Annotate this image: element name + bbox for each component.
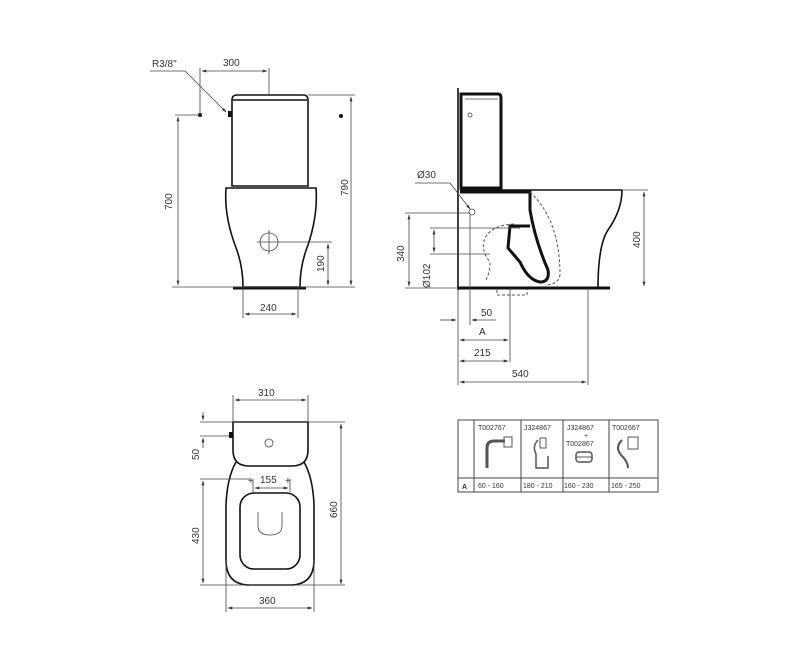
dim-360: 360 — [259, 596, 276, 607]
dim-790: 790 — [340, 179, 351, 196]
dim-400: 400 — [632, 231, 643, 248]
dim-190: 190 — [316, 255, 327, 272]
dim-dia-102: Ø102 — [422, 263, 433, 288]
dim-50-top: 50 — [191, 448, 202, 460]
col1-connector-icon — [485, 439, 505, 468]
col3-plus: + — [584, 433, 588, 440]
dim-430: 430 — [191, 527, 202, 544]
dim-50: 50 — [481, 308, 493, 319]
inlet-connector — [228, 111, 232, 117]
col1-code: T002767 — [478, 425, 506, 432]
dim-660: 660 — [329, 501, 340, 518]
col3-code: J324867 — [567, 425, 594, 432]
dim-dia-30: Ø30 — [417, 170, 436, 181]
col3-code2: T002867 — [566, 441, 594, 448]
seat-outline — [239, 492, 301, 570]
dim-A: A — [479, 327, 486, 338]
col4-connector-icon — [617, 439, 629, 469]
seat-opening — [257, 512, 283, 536]
outlet-hidden — [482, 223, 515, 281]
dim-310: 310 — [258, 388, 275, 399]
table-row-label: A — [462, 484, 467, 491]
bowl-outline — [224, 187, 318, 288]
dim-215: 215 — [474, 348, 491, 359]
side-view: Ø30 340 Ø102 400 50 A 215 540 — [396, 88, 648, 385]
front-view: R3/8" 300 700 790 190 240 — [150, 58, 355, 318]
dim-240: 240 — [260, 303, 277, 314]
col4-range: 165 - 250 — [611, 483, 641, 490]
svg-text:+: + — [248, 476, 254, 487]
col4-code: T002667 — [612, 425, 640, 432]
col2-connector-icon — [533, 439, 549, 469]
connector-table: A T002767 60 - 160 J324867 180 - 210 J32… — [457, 419, 659, 493]
top-cistern — [232, 421, 309, 467]
dim-340: 340 — [396, 245, 407, 262]
col2-code: J324867 — [524, 425, 551, 432]
bowl-front — [597, 189, 623, 289]
cistern-outline — [231, 94, 309, 187]
svg-text:+: + — [285, 476, 291, 487]
connection-label: R3/8" — [152, 59, 177, 70]
rim-hidden — [529, 191, 561, 286]
dim-700: 700 — [164, 193, 175, 210]
side-cistern — [459, 92, 503, 190]
col1-range: 60 - 160 — [478, 483, 504, 490]
dim-155: 155 — [260, 475, 277, 486]
col3-range: 160 - 230 — [564, 483, 594, 490]
col2-range: 180 - 210 — [523, 483, 553, 490]
dim-300: 300 — [223, 58, 240, 69]
trap-channel — [460, 190, 550, 284]
top-view: + + 310 660 50 155 430 360 — [191, 388, 345, 612]
dim-540: 540 — [512, 369, 529, 380]
